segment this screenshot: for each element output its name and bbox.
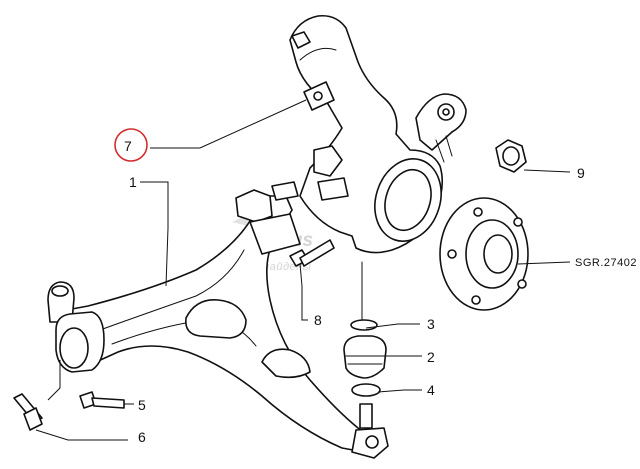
- bolt-5-shank: [91, 397, 125, 409]
- callout-2: 2: [427, 349, 435, 365]
- leader-9: [523, 169, 571, 173]
- arm-bushing: [59, 327, 89, 369]
- wheel-hub: [439, 197, 529, 311]
- knuckle-lower-lug: [313, 145, 343, 177]
- hub-stud-hole: [473, 207, 483, 217]
- knuckle-top-lug: [291, 31, 311, 49]
- circlip-ring-4: [351, 383, 381, 397]
- leader-6: [35, 429, 128, 441]
- leader-lines: [35, 99, 571, 441]
- callout-1: 1: [129, 174, 137, 190]
- bolt-6: [13, 393, 43, 431]
- steering-arm-ribs: [435, 135, 453, 163]
- bolt-8: [289, 239, 335, 267]
- leader-8: [299, 263, 308, 321]
- arm-ball-joint-eye: [365, 435, 379, 449]
- hub-stud-hole: [471, 295, 481, 305]
- arm-rear-pivot-bracket: [235, 189, 273, 223]
- knuckle-lower-arm: [317, 177, 349, 201]
- lower-control-arm: [47, 181, 389, 459]
- hub-nut: [495, 139, 527, 173]
- leader-1: [140, 181, 169, 287]
- hub-stud-hole: [517, 279, 527, 289]
- arm-front-bracket-hole: [51, 285, 69, 297]
- callout-6: 6: [138, 429, 146, 445]
- circlip-ring-3: [350, 319, 378, 331]
- hub-stud-hole: [447, 249, 457, 259]
- hub-flange-bore: [483, 234, 513, 274]
- hub-stud-hole: [513, 217, 523, 227]
- leader-7: [150, 99, 307, 149]
- callout-4: 4: [427, 382, 435, 398]
- bolt-8-shank: [299, 239, 335, 267]
- arm-rear-bushing: [249, 213, 301, 255]
- bolt-6-nut: [23, 407, 43, 431]
- callout-5: 5: [138, 397, 146, 413]
- steering-arm: [415, 93, 467, 151]
- reference-code: SGR.27402: [575, 257, 637, 269]
- ball-joint-stud: [359, 403, 373, 429]
- bolt-5: [79, 391, 125, 409]
- callout-7-highlight-circle: [114, 128, 148, 162]
- arm-window: [184, 299, 247, 339]
- steering-arm-hole: [442, 108, 450, 116]
- knuckle-edge: [299, 47, 337, 61]
- leader-3: [365, 323, 420, 329]
- ball-joint-boot-2: [343, 335, 387, 379]
- callout-9: 9: [577, 165, 585, 181]
- knuckle-mount-hole: [313, 91, 323, 101]
- callout-3: 3: [427, 316, 435, 332]
- leader-sgr: [517, 261, 571, 265]
- ball-joint-assembly: [343, 261, 387, 429]
- callout-8: 8: [314, 312, 322, 328]
- callout-7: 7: [124, 138, 132, 154]
- arm-lower-window: [261, 348, 311, 379]
- leader-4: [377, 389, 422, 393]
- knuckle-hub-bore-inner: [384, 168, 432, 232]
- arm-rear-clip: [271, 181, 299, 201]
- hub-nut-bore: [502, 146, 520, 166]
- ball-joint-boot-ribs: [345, 355, 385, 365]
- leader-bracket: [47, 360, 61, 401]
- steering-knuckle: [289, 14, 467, 254]
